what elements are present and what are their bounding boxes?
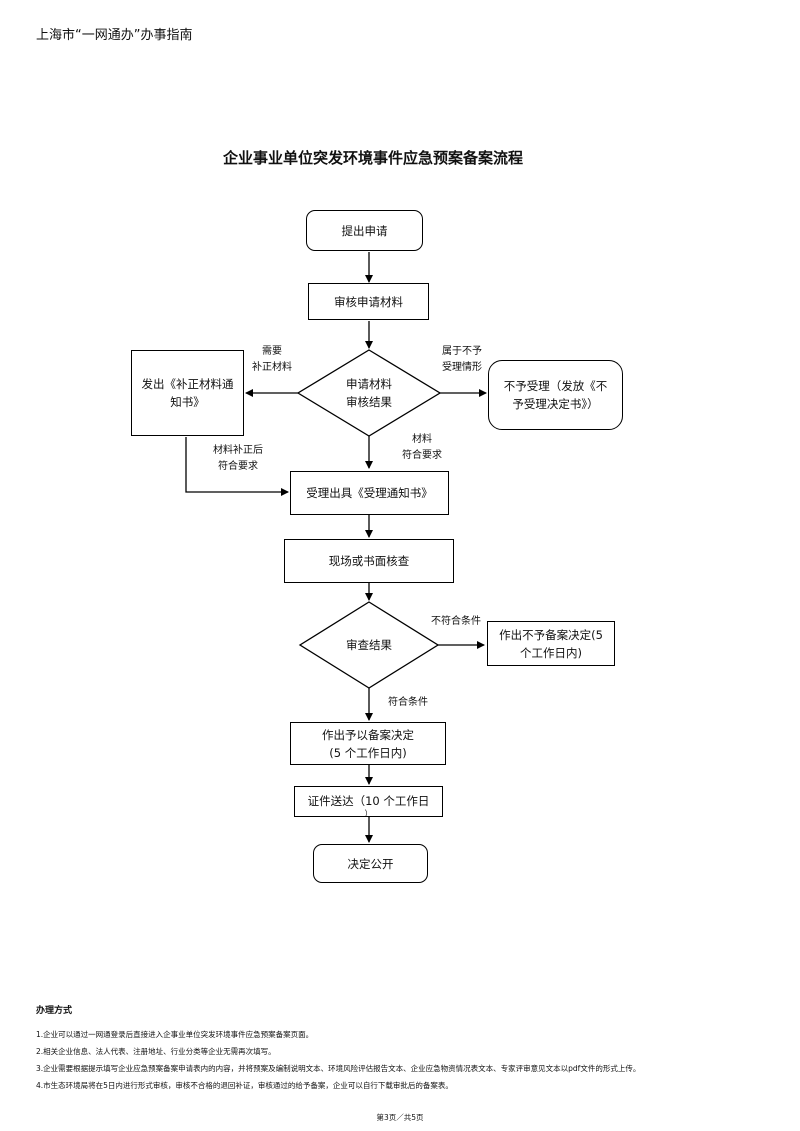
edge-label-compliant: 符合条件 — [388, 697, 428, 708]
certificate-delivery-node: 证件送达（10 个工作日 ） — [294, 786, 443, 817]
edge-label-materials-ok: 材料 符合要求 — [402, 434, 442, 461]
review-materials-node: 审核申请材料 — [308, 283, 429, 320]
handling-method-title: 办理方式 — [36, 1006, 73, 1016]
accept-notice-label: 受理出具《受理通知书》 — [306, 486, 433, 500]
edge-label-supplemented: 材料补正后 符合要求 — [213, 445, 263, 472]
supplement-notice-node: 发出《补正材料通 知书》 — [131, 350, 244, 436]
edge-label-not-compliant: 不符合条件 — [431, 616, 481, 627]
filing-decision-node: 作出予以备案决定 (5 个工作日内) — [290, 722, 446, 765]
review-materials-label: 审核申请材料 — [334, 294, 403, 309]
review-result-diamond — [296, 349, 442, 437]
onsite-check-label: 现场或书面核查 — [328, 554, 410, 568]
no-filing-decision-node: 作出不予备案决定(5 个工作日内) — [487, 621, 615, 666]
handling-method-item: 1.企业可以通过一网通登录后直接进入企事业单位突发环境事件应急预案备案页面。 — [36, 1030, 314, 1039]
handling-method-item: 3.企业需要根据提示填写企业应急预案备案申请表内的内容，并将预案及编制说明文本、… — [36, 1064, 641, 1073]
arrow-supplement-to-accept — [185, 437, 289, 496]
handling-method-section: 办理方式 1.企业可以通过一网通登录后直接进入企事业单位突发环境事件应急预案备案… — [36, 1003, 766, 1094]
accept-notice-node: 受理出具《受理通知书》 — [290, 471, 449, 515]
onsite-check-node: 现场或书面核查 — [284, 539, 454, 583]
publish-decision-label: 决定公开 — [347, 856, 394, 871]
handling-method-item: 4.市生态环境局将在5日内进行形式审核，审核不合格的退回补证，审核通过的给予备案… — [36, 1081, 453, 1090]
handling-method-item: 2.相关企业信息、法人代表、注册地址、行业分类等企业无需再次填写。 — [36, 1047, 276, 1056]
edge-label-not-accepted: 属于不予 受理情形 — [442, 346, 482, 373]
publish-decision-node: 决定公开 — [313, 844, 428, 883]
review-result-label: 申请材料 审核结果 — [346, 377, 392, 409]
audit-result-label: 审查结果 — [346, 638, 392, 652]
flowchart-title: 企业事业单位突发环境事件应急预案备案流程 — [222, 149, 523, 167]
submit-application-node: 提出申请 — [306, 210, 423, 251]
page-header: 上海市“一网通办”办事指南 — [36, 28, 193, 43]
edge-label-need-supplement: 需要 补正材料 — [252, 346, 292, 373]
audit-result-diamond — [298, 601, 440, 689]
page-number: 第3页／共5页 — [376, 1113, 424, 1122]
reject-node: 不予受理（发放《不 予受理决定书》） — [488, 360, 623, 430]
submit-application-label: 提出申请 — [341, 223, 388, 238]
